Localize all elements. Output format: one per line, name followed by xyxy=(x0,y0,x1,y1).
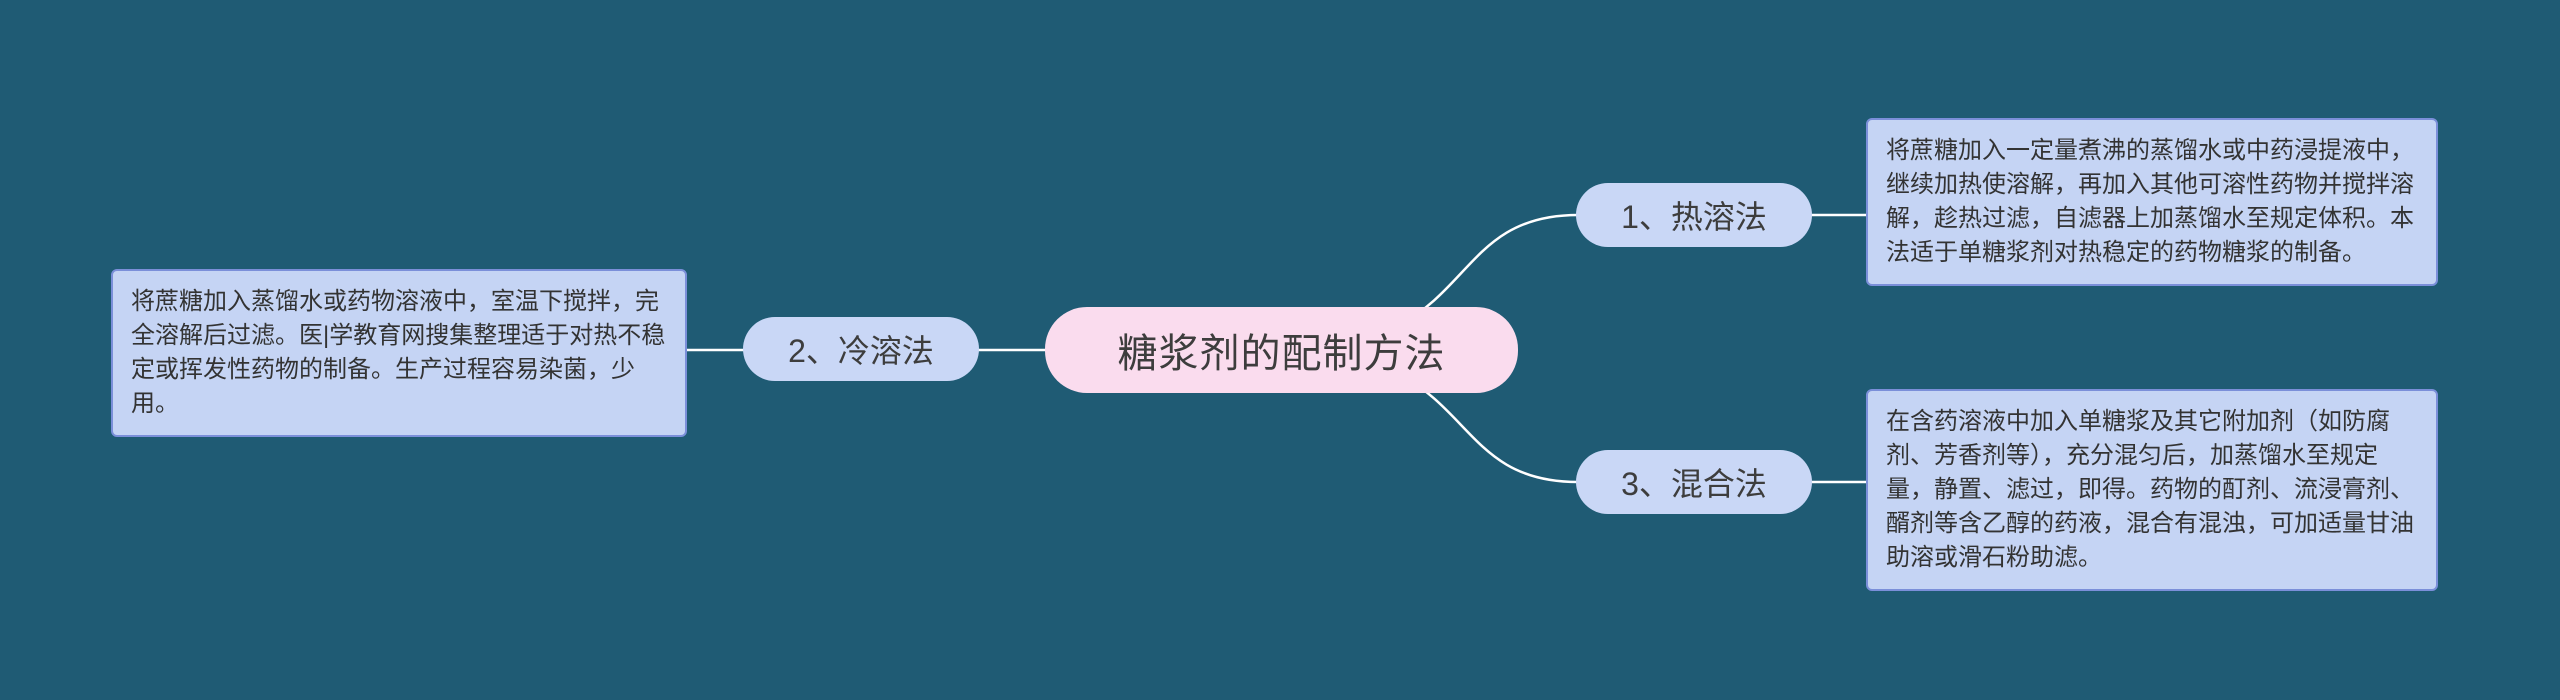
branch-node-cold-method[interactable]: 2、冷溶法 xyxy=(743,317,979,381)
detail-box-cold-method[interactable]: 将蔗糖加入蒸馏水或药物溶液中，室温下搅拌，完全溶解后过滤。医|学教育网搜集整理适… xyxy=(111,269,687,437)
detail-text-mix-method: 在含药溶液中加入单糖浆及其它附加剂（如防腐剂、芳香剂等），充分混匀后，加蒸馏水至… xyxy=(1886,408,2414,571)
branch-label-cold-method: 2、冷溶法 xyxy=(788,333,934,369)
center-topic-label: 糖浆剂的配制方法 xyxy=(1117,332,1446,376)
detail-box-hot-method[interactable]: 将蔗糖加入一定量煮沸的蒸馏水或中药浸提液中，继续加热使溶解，再加入其他可溶性药物… xyxy=(1866,118,2438,286)
branch-node-mix-method[interactable]: 3、混合法 xyxy=(1576,450,1812,514)
detail-text-cold-method: 将蔗糖加入蒸馏水或药物溶液中，室温下搅拌，完全溶解后过滤。医|学教育网搜集整理适… xyxy=(131,288,666,417)
branch-label-hot-method: 1、热溶法 xyxy=(1621,199,1767,235)
branch-node-hot-method[interactable]: 1、热溶法 xyxy=(1576,183,1812,247)
detail-text-hot-method: 将蔗糖加入一定量煮沸的蒸馏水或中药浸提液中，继续加热使溶解，再加入其他可溶性药物… xyxy=(1886,137,2414,266)
center-topic-node[interactable]: 糖浆剂的配制方法 xyxy=(1045,307,1518,393)
detail-box-mix-method[interactable]: 在含药溶液中加入单糖浆及其它附加剂（如防腐剂、芳香剂等），充分混匀后，加蒸馏水至… xyxy=(1866,389,2438,591)
branch-label-mix-method: 3、混合法 xyxy=(1621,466,1767,502)
